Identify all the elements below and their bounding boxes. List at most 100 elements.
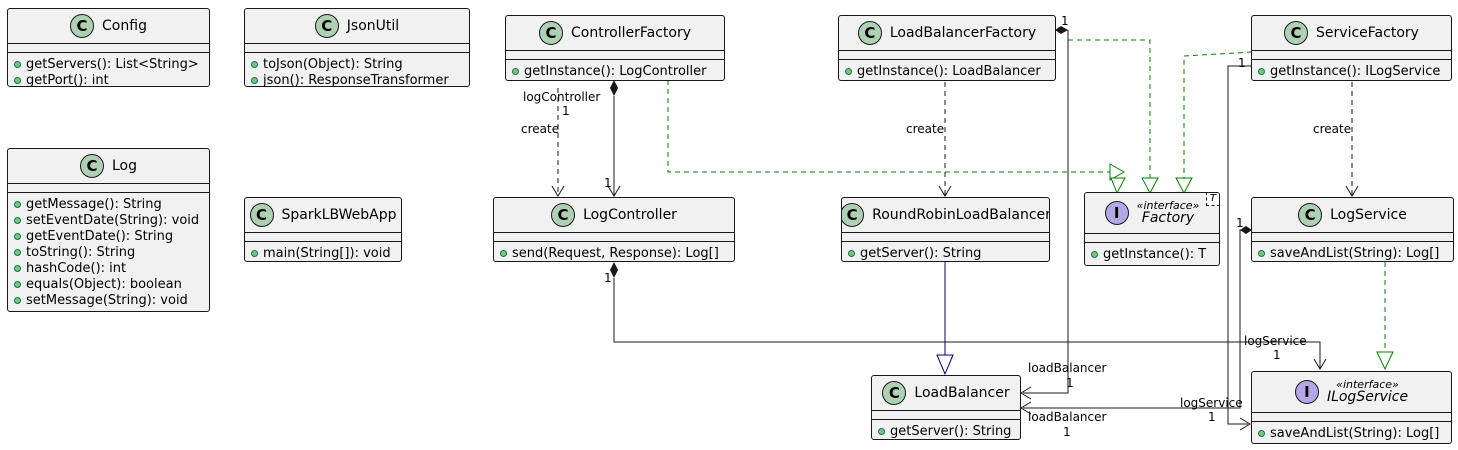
class-roundrobinloadbalancer[interactable]: C RoundRobinLoadBalancer getServer(): St… — [841, 197, 1050, 262]
interface-badge-icon: I — [1104, 201, 1129, 225]
method: send(Request, Response): Log[] — [500, 245, 728, 261]
fields-compartment — [842, 233, 1049, 242]
class-name: LoadBalancerFactory — [889, 25, 1037, 41]
multiplicity-label: 1 — [1066, 376, 1074, 390]
class-servicefactory[interactable]: C ServiceFactory getInstance(): ILogServ… — [1251, 15, 1452, 81]
class-log[interactable]: C Log getMessage(): String setEventDate(… — [7, 148, 210, 312]
realization-controllerfactory-factory — [667, 80, 1110, 173]
fields-compartment — [1252, 51, 1451, 60]
multiplicity-label: 1 — [604, 271, 612, 285]
class-header: C RoundRobinLoadBalancer — [842, 198, 1049, 233]
class-name: RoundRobinLoadBalancer — [872, 207, 1050, 223]
class-config[interactable]: C Config getServers(): List<String> getP… — [7, 8, 210, 87]
class-badge-icon: C — [249, 203, 274, 227]
class-name: LogController — [583, 207, 677, 223]
role-label-loadbalancer: loadBalancer — [1028, 410, 1107, 424]
public-visibility-icon — [14, 248, 21, 256]
public-visibility-icon — [1258, 249, 1265, 257]
method: saveAndList(String): Log[] — [1258, 425, 1445, 441]
class-name: ServiceFactory — [1316, 25, 1419, 41]
methods-compartment: saveAndList(String): Log[] — [1252, 422, 1451, 443]
class-badge-icon: C — [314, 14, 339, 38]
fields-compartment — [872, 411, 1020, 420]
method: equals(Object): boolean — [14, 276, 203, 292]
class-logcontroller[interactable]: C LogController send(Request, Response):… — [493, 197, 735, 262]
public-visibility-icon — [512, 67, 519, 75]
class-loadbalancer[interactable]: C LoadBalancer getServer(): String — [871, 375, 1021, 440]
public-visibility-icon — [251, 249, 258, 257]
class-name: LoadBalancer — [914, 385, 1010, 401]
public-visibility-icon — [14, 264, 21, 272]
method: getServers(): List<String> — [14, 56, 203, 72]
role-label-logservice: logService — [1244, 334, 1307, 348]
method: getServer(): String — [878, 423, 1014, 439]
class-name: ILogService — [1326, 389, 1409, 406]
role-label-logservice: logService — [1180, 396, 1243, 410]
class-badge-icon: C — [1284, 21, 1309, 45]
class-header: C LogService — [1252, 198, 1453, 233]
public-visibility-icon — [14, 216, 21, 224]
class-badge-icon: C — [882, 381, 907, 405]
public-visibility-icon — [14, 76, 21, 84]
class-logservice[interactable]: C LogService saveAndList(String): Log[] — [1251, 197, 1454, 262]
method: getEventDate(): String — [14, 228, 203, 244]
methods-compartment: toJson(Object): String json(): ResponseT… — [245, 53, 469, 86]
public-visibility-icon — [251, 76, 258, 84]
method: getInstance(): T — [1091, 246, 1213, 262]
public-visibility-icon — [14, 280, 21, 288]
role-label-loadbalancer: loadBalancer — [1028, 361, 1107, 375]
realization-loadbalancerfactory-factory — [1068, 39, 1151, 180]
fields-compartment — [506, 51, 724, 60]
method: toJson(Object): String — [251, 56, 463, 72]
method: json(): ResponseTransformer — [251, 72, 463, 86]
methods-compartment: getServers(): List<String> getPort(): in… — [8, 53, 209, 86]
methods-compartment: getInstance(): LoadBalancer — [839, 60, 1055, 80]
fields-compartment — [245, 44, 469, 53]
fields-compartment — [494, 233, 734, 242]
class-header: C ServiceFactory — [1252, 16, 1451, 51]
public-visibility-icon — [1091, 250, 1098, 258]
multiplicity-label: 1 — [1238, 56, 1246, 70]
public-visibility-icon — [251, 60, 258, 68]
public-visibility-icon — [14, 296, 21, 304]
public-visibility-icon — [14, 200, 21, 208]
method: setEventDate(String): void — [14, 212, 203, 228]
method: getInstance(): ILogService — [1258, 63, 1445, 79]
multiplicity-label: 1 — [1061, 14, 1069, 28]
method: toString(): String — [14, 244, 203, 260]
fields-compartment — [245, 233, 401, 242]
methods-compartment: send(Request, Response): Log[] — [494, 242, 734, 261]
method: getInstance(): LogController — [512, 63, 718, 79]
fields-compartment — [8, 44, 209, 53]
class-name: SparkLBWebApp — [281, 207, 397, 223]
class-header: I «interface» Factory T — [1085, 193, 1219, 234]
class-controllerfactory[interactable]: C ControllerFactory getInstance(): LogCo… — [505, 15, 725, 81]
method: hashCode(): int — [14, 260, 203, 276]
class-name: Factory — [1141, 210, 1195, 227]
interface-ilogservice[interactable]: I «interface» ILogService saveAndList(St… — [1251, 371, 1452, 444]
role-label-logcontroller: logController — [523, 90, 601, 104]
class-header: C LogController — [494, 198, 734, 233]
class-name: Config — [102, 18, 147, 34]
fields-compartment — [1252, 413, 1451, 422]
method: setMessage(String): void — [14, 292, 203, 308]
interface-badge-icon: I — [1294, 380, 1319, 404]
fields-compartment — [1085, 234, 1219, 243]
method: getServer(): String — [848, 245, 1043, 261]
class-badge-icon: C — [857, 21, 882, 45]
multiplicity-label: 1 — [604, 176, 612, 190]
composition-logcontroller-ilogservice — [613, 278, 1321, 368]
class-name: ControllerFactory — [570, 25, 691, 41]
class-badge-icon: C — [70, 14, 95, 38]
fields-compartment — [8, 184, 209, 193]
generic-parameter: T — [1205, 193, 1219, 206]
class-jsonutil[interactable]: C JsonUtil toJson(Object): String json()… — [244, 8, 470, 87]
class-sparklbwebapp[interactable]: C SparkLBWebApp main(String[]): void — [244, 197, 402, 262]
methods-compartment: saveAndList(String): Log[] — [1252, 242, 1453, 261]
class-loadbalancerfactory[interactable]: C LoadBalancerFactory getInstance(): Loa… — [838, 15, 1056, 81]
interface-factory[interactable]: I «interface» Factory T getInstance(): T — [1084, 192, 1220, 266]
public-visibility-icon — [500, 249, 507, 257]
multiplicity-label: 1 — [1273, 348, 1281, 362]
public-visibility-icon — [14, 60, 21, 68]
method: saveAndList(String): Log[] — [1258, 245, 1447, 261]
